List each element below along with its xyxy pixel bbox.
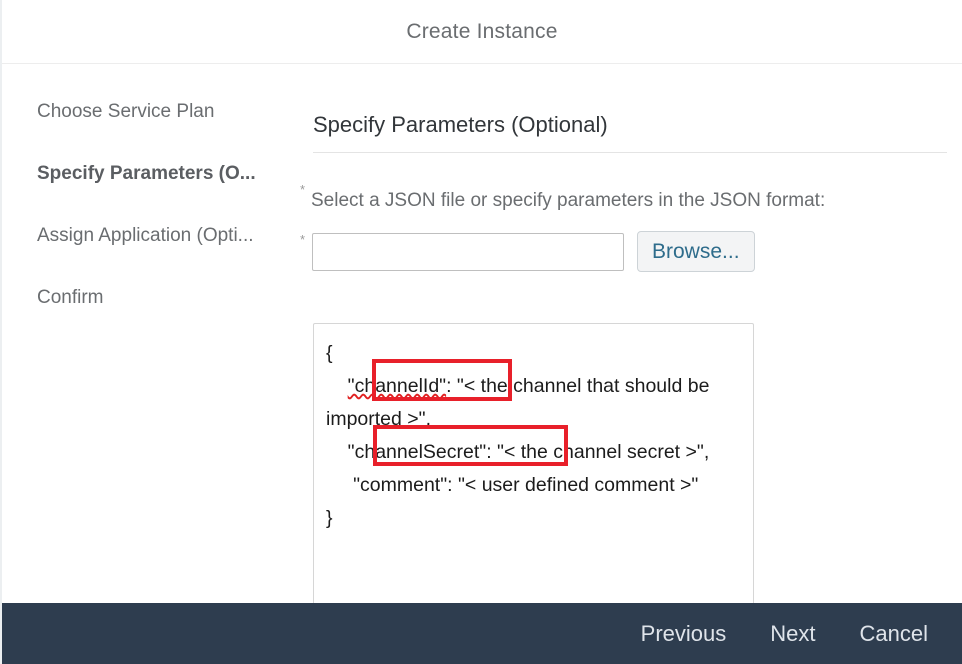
dialog-header: Create Instance	[2, 0, 962, 64]
sidebar-item-choose-service-plan[interactable]: Choose Service Plan	[37, 102, 215, 122]
json-field-label: Select a JSON file or specify parameters…	[311, 190, 826, 211]
step-heading: Specify Parameters (Optional)	[313, 112, 947, 153]
next-button[interactable]: Next	[768, 617, 817, 651]
json-open-brace: {	[326, 342, 333, 364]
json-file-input[interactable]	[312, 232, 624, 271]
json-indent-1	[326, 375, 348, 397]
cancel-button[interactable]: Cancel	[858, 617, 930, 651]
json-close-brace: }	[326, 507, 333, 529]
dialog-body: Choose Service Plan Specify Parameters (…	[2, 64, 962, 623]
required-marker-label: *	[300, 182, 307, 197]
json-value-channelid: : "< the channel that should be imported…	[326, 375, 715, 430]
json-line-comment: "comment": "< user defined comment >"	[326, 474, 699, 496]
sidebar-item-confirm[interactable]: Confirm	[37, 288, 104, 308]
wizard-step-nav: Choose Service Plan Specify Parameters (…	[2, 64, 302, 350]
json-key-channelid: "channelId"	[347, 375, 447, 397]
page-title: Create Instance	[406, 19, 558, 43]
json-key-channelsecret: "channelSecret"	[347, 441, 487, 463]
file-select-row: Browse...	[312, 231, 755, 272]
dialog-footer: Previous Next Cancel	[2, 603, 962, 664]
json-parameters-textarea[interactable]: { "channelId": "< the channel that shoul…	[313, 323, 754, 623]
sidebar-item-specify-parameters[interactable]: Specify Parameters (O...	[37, 164, 256, 184]
json-parameters-text[interactable]: { "channelId": "< the channel that shoul…	[314, 324, 753, 545]
json-value-channelsecret: : "< the channel secret >",	[486, 441, 710, 463]
sidebar-item-assign-application[interactable]: Assign Application (Opti...	[37, 226, 254, 246]
json-indent-2	[326, 441, 348, 463]
previous-button[interactable]: Previous	[639, 617, 729, 651]
step-content-panel: Specify Parameters (Optional) * Select a…	[300, 64, 962, 623]
required-marker-file: *	[300, 232, 307, 247]
browse-button[interactable]: Browse...	[637, 231, 755, 272]
